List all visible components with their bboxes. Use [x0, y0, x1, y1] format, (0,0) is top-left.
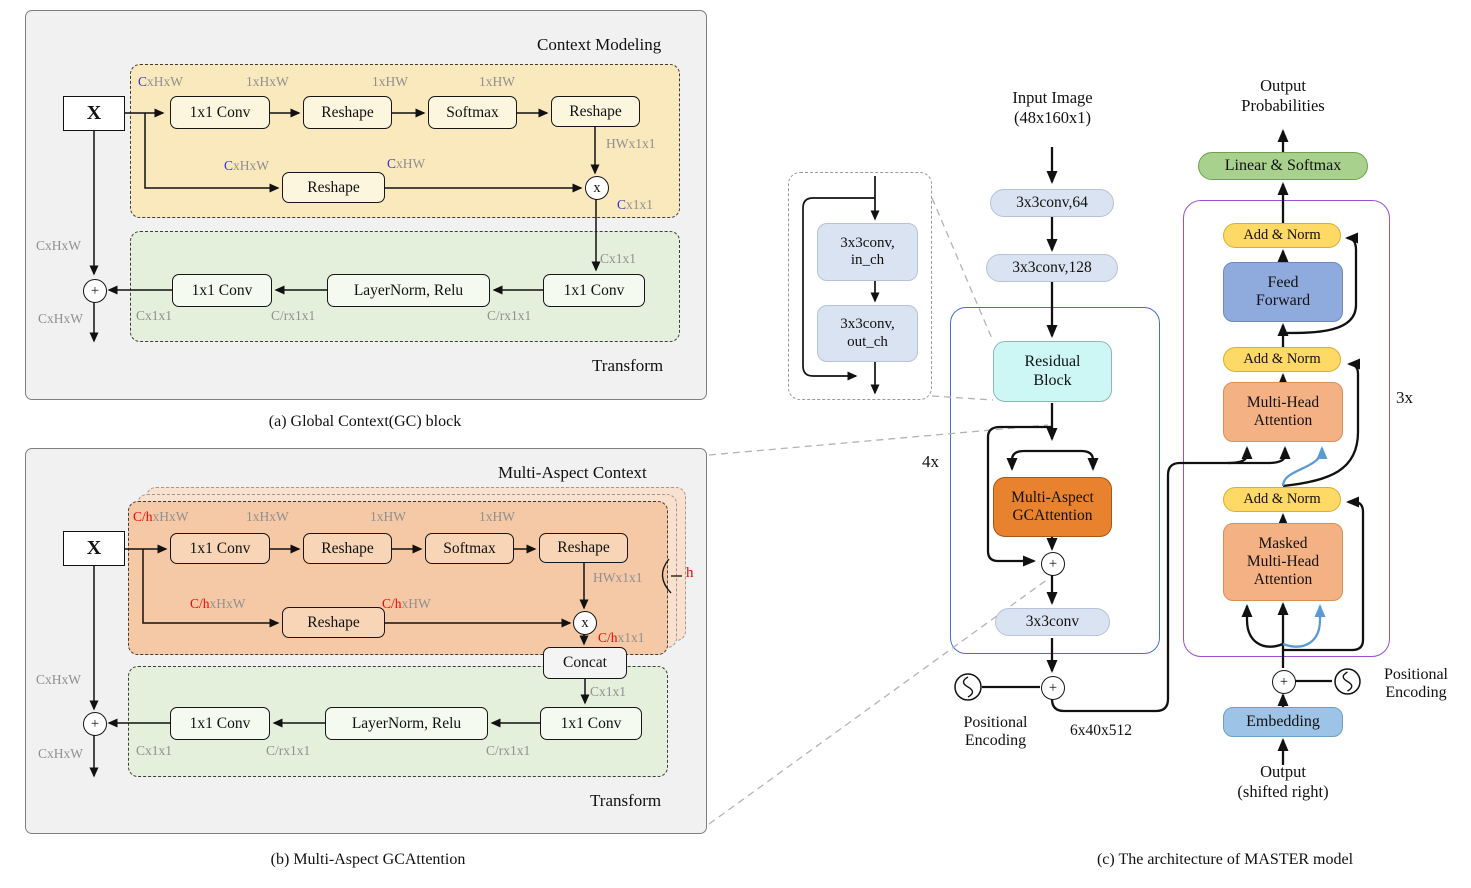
- dim-b-tr-mid: C/rx1x1: [266, 743, 311, 758]
- dim-b-ctx: C/hx1x1: [598, 630, 645, 645]
- panel-b-concat: Concat: [543, 647, 627, 679]
- feature-shape-label: 6x40x512: [1070, 722, 1132, 739]
- panel-a-reshape-mid: Reshape: [282, 172, 385, 203]
- dim-b-mid-out: C/hxHW: [382, 596, 431, 611]
- positional-encoding-label-right: Positional Encoding: [1383, 666, 1448, 701]
- panel-b-multiply-op: x: [573, 611, 597, 635]
- dim-a-mid-in: CxHxW: [224, 158, 270, 173]
- encoder-arrows: [982, 147, 1291, 713]
- panel-b-conv-left: 1x1 Conv: [170, 707, 270, 740]
- panel-b-reshape-1: Reshape: [303, 533, 392, 564]
- dim-b-tr-mid2: C/rx1x1: [486, 743, 531, 758]
- dim-b-mid-in: C/hxHxW: [190, 596, 246, 611]
- dim-a-ctx: Cx1x1: [617, 197, 654, 212]
- output-shifted-label: Output (shifted right): [1237, 762, 1329, 801]
- panel-a-reshape-1: Reshape: [303, 96, 392, 129]
- panel-a-conv-right: 1x1 Conv: [543, 274, 645, 307]
- panel-b-reshape-mid: Reshape: [282, 607, 385, 638]
- positional-encoding-icon-left: [954, 673, 982, 701]
- decoder-arrows: [1241, 129, 1365, 765]
- panel-b-region-title: Multi-Aspect Context: [498, 463, 647, 482]
- panel-b-input-x: X: [63, 531, 125, 566]
- dim-b-t3: 1xHW: [479, 509, 515, 524]
- dim-a-tr-in: Cx1x1: [600, 251, 637, 266]
- panel-c-caption: (c) The architecture of MASTER model: [1096, 851, 1354, 868]
- panel-a-conv-top: 1x1 Conv: [170, 96, 270, 129]
- dim-a-input: CxHxW: [138, 74, 184, 89]
- dim-b-t2: 1xHW: [370, 509, 406, 524]
- blue-query-arrows: [1281, 446, 1328, 648]
- panel-b-reshape-2: Reshape: [539, 533, 628, 563]
- panel-a-conv-left: 1x1 Conv: [172, 274, 272, 307]
- panel-a-arrows: [89, 108, 601, 343]
- panel-a-transform-title: Transform: [592, 356, 664, 375]
- conv64-pill: 3x3conv,64: [990, 189, 1114, 217]
- panel-a-caption: (a) Global Context(GC) block: [268, 413, 462, 430]
- decoder-add-op: +: [1272, 670, 1296, 694]
- add-norm-pill-2: Add & Norm: [1223, 347, 1341, 372]
- panel-b-arrows: [89, 544, 682, 778]
- dim-b-concat-out: Cx1x1: [590, 684, 627, 699]
- dim-a-mid-out: CxHW: [387, 156, 426, 171]
- encoder-add-op-1: +: [1041, 552, 1065, 576]
- multi-head-attention-block: Multi-Head Attention: [1223, 382, 1343, 442]
- dim-a-left-top: CxHxW: [36, 238, 81, 253]
- panel-b-softmax: Softmax: [425, 533, 514, 564]
- panel-b-conv-right: 1x1 Conv: [540, 707, 642, 740]
- panel-a-add-op: +: [83, 279, 107, 303]
- inset-arrows: [802, 176, 880, 395]
- inset-conv-in-ch: 3x3conv, in_ch: [817, 223, 918, 281]
- dim-a-left-bottom: CxHxW: [38, 311, 83, 326]
- panel-b-caption: (b) Multi-Aspect GCAttention: [270, 851, 466, 868]
- dim-a-t1: 1xHxW: [246, 74, 289, 89]
- encoder-add-op-2: +: [1041, 676, 1065, 700]
- dim-a-tr-out: Cx1x1: [136, 308, 173, 323]
- input-image-label: Input Image (48x160x1): [1012, 88, 1093, 127]
- dim-b-t1: 1xHxW: [246, 509, 289, 524]
- multi-aspect-gcattention-block: Multi-Aspect GCAttention: [993, 477, 1112, 537]
- positional-encoding-label-left: Positional Encoding: [963, 714, 1028, 749]
- dim-b-left-bottom: CxHxW: [38, 746, 83, 761]
- panel-b-conv-top: 1x1 Conv: [170, 533, 270, 564]
- positional-encoding-icon-right: [1334, 668, 1361, 695]
- panel-a-region-title: Context Modeling: [537, 35, 662, 54]
- inset-conv-out-ch: 3x3conv, out_ch: [817, 305, 918, 362]
- panel-a-layernorm: LayerNorm, Relu: [327, 274, 490, 307]
- dim-b-tr-out: Cx1x1: [136, 743, 173, 758]
- panel-b-layernorm: LayerNorm, Relu: [325, 707, 488, 740]
- embedding-pill: Embedding: [1223, 707, 1343, 737]
- output-probabilities-label: Output Probabilities: [1241, 76, 1325, 115]
- residual-block: Residual Block: [993, 341, 1112, 402]
- dim-a-hw: HWx1x1: [606, 136, 656, 151]
- add-norm-pill-3: Add & Norm: [1223, 487, 1341, 512]
- feed-forward-block: Feed Forward: [1223, 262, 1343, 322]
- dim-b-heads: h: [686, 565, 694, 581]
- panel-a-input-x: X: [63, 96, 125, 131]
- dim-b-input: C/hxHxW: [133, 509, 189, 524]
- encoder-repeat-label: 4x: [922, 452, 939, 471]
- dim-b-hw: HWx1x1: [593, 570, 643, 585]
- panel-a-reshape-2: Reshape: [551, 96, 640, 127]
- dashed-connectors: [708, 197, 1049, 825]
- decoder-box: [1183, 200, 1390, 657]
- linear-softmax-pill: Linear & Softmax: [1198, 152, 1368, 180]
- panel-b-transform-title: Transform: [590, 791, 662, 810]
- panel-b-add-op: +: [83, 712, 107, 736]
- dim-a-tr-mid2: C/rx1x1: [487, 308, 532, 323]
- conv128-pill: 3x3conv,128: [986, 254, 1118, 282]
- dim-b-left-top: CxHxW: [36, 672, 81, 687]
- dim-a-t2: 1xHW: [372, 74, 408, 89]
- panel-a-multiply-op: x: [585, 176, 609, 200]
- dim-a-tr-mid: C/rx1x1: [271, 308, 316, 323]
- dim-a-t3: 1xHW: [479, 74, 515, 89]
- add-norm-pill-1: Add & Norm: [1223, 223, 1341, 248]
- decoder-repeat-label: 3x: [1396, 388, 1413, 407]
- residual-inset-box: [788, 172, 932, 400]
- panel-a-softmax: Softmax: [428, 96, 517, 129]
- masked-multi-head-attention-block: Masked Multi-Head Attention: [1223, 523, 1343, 601]
- conv3x3-pill: 3x3conv: [995, 608, 1110, 636]
- encoder-box: [950, 307, 1160, 654]
